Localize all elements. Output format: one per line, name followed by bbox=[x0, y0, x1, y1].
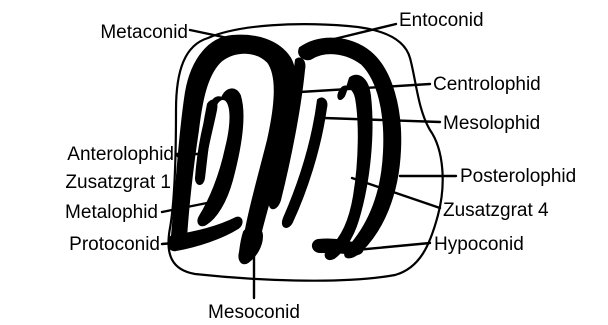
label-protoconid: Protoconid bbox=[69, 234, 160, 255]
label-mesoconid: Mesoconid bbox=[208, 302, 300, 323]
label-hypoconid: Hypoconid bbox=[434, 234, 524, 255]
label-centrolophid: Centrolophid bbox=[433, 74, 541, 95]
label-entoconid: Entoconid bbox=[399, 10, 484, 31]
label-mesolophid: Mesolophid bbox=[443, 113, 540, 134]
label-metaconid: Metaconid bbox=[100, 22, 188, 43]
label-zusatzgrat1: Zusatzgrat 1 bbox=[65, 172, 171, 193]
mesoconid-crest bbox=[239, 227, 262, 263]
label-posterolophid: Posterolophid bbox=[460, 166, 576, 187]
label-zusatzgrat4: Zusatzgrat 4 bbox=[443, 200, 549, 221]
label-anterolophid: Anterolophid bbox=[67, 144, 174, 165]
leader-mesolophid bbox=[324, 118, 440, 122]
label-metalophid: Metalophid bbox=[65, 202, 158, 223]
